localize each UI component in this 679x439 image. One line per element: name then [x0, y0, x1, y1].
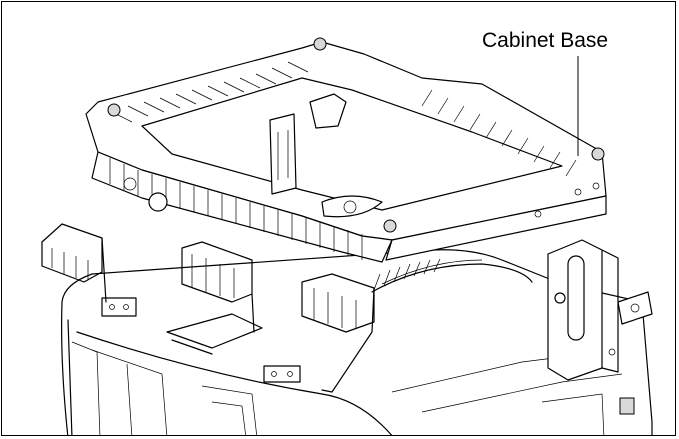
tub-spin-ring: [373, 258, 441, 291]
front-ribs: [109, 158, 363, 260]
top-ribs: [111, 61, 577, 177]
cabinet-base-callout-label: Cabinet Base: [482, 29, 609, 52]
washer-body: [61, 249, 653, 435]
cabinet-base: [41, 37, 607, 393]
side-bracket: [547, 239, 653, 381]
